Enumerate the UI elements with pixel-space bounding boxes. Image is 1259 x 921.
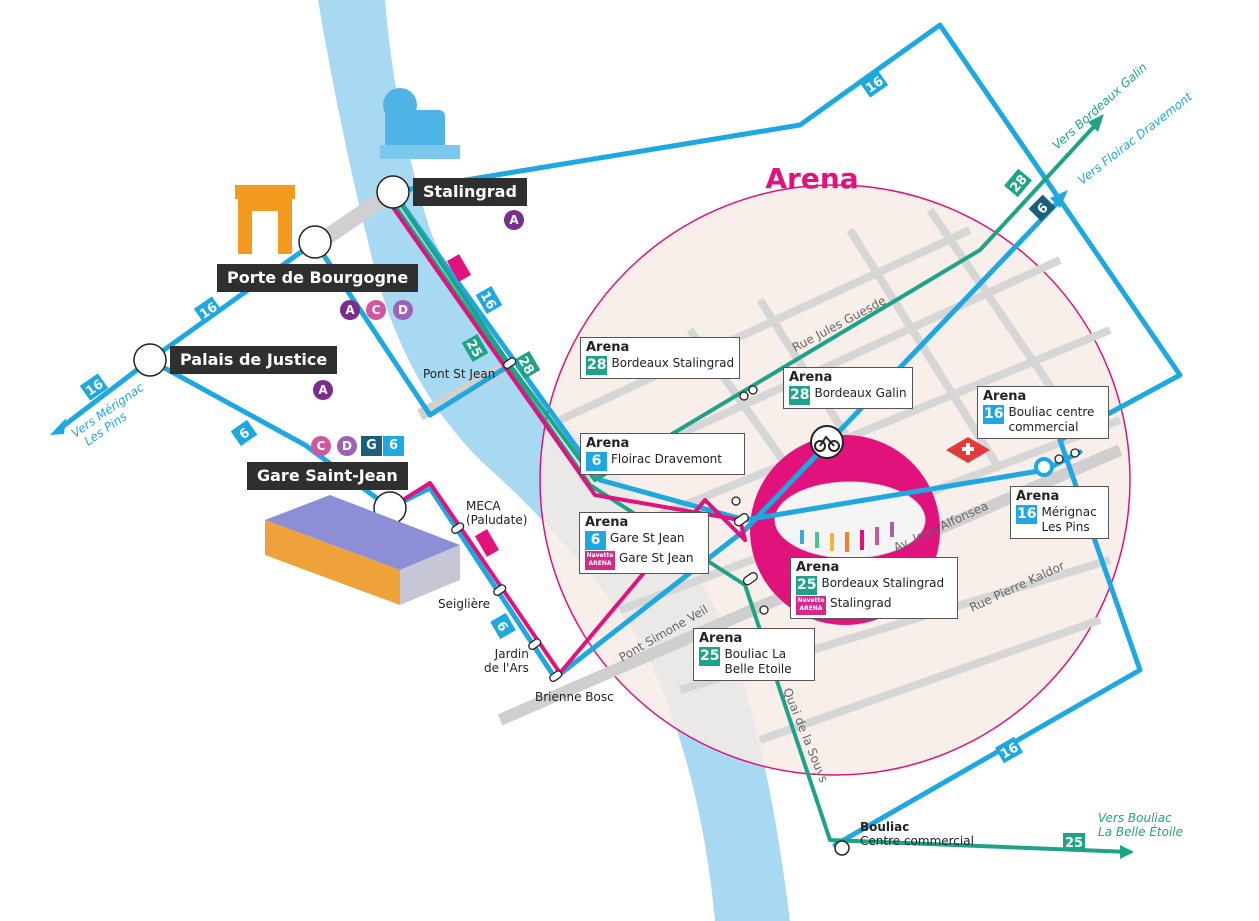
destination: Gare St Jean xyxy=(619,551,694,565)
destination: Bouliac La Belle Etoile xyxy=(724,647,792,676)
station-label-palais-de-justice[interactable]: Palais de Justice xyxy=(170,346,338,374)
station-label-porte-de-bourgogne[interactable]: Porte de Bourgogne xyxy=(217,264,419,292)
stop-label-meca: MECA(Paludate) xyxy=(466,499,528,527)
destination: Gare St Jean xyxy=(610,531,685,545)
stop-box-title: Arena xyxy=(1016,489,1060,504)
bus-badge-6: 6 xyxy=(383,436,404,456)
lion-statue-landmark xyxy=(380,88,460,159)
destination: Stalingrad xyxy=(830,596,892,610)
station-stalingrad-marker[interactable] xyxy=(376,175,410,209)
arrow-bouliac xyxy=(1120,845,1134,859)
bike-station-icon[interactable] xyxy=(810,425,844,459)
stop-arena-floirac[interactable] xyxy=(731,496,741,506)
route-tag-28: 28 xyxy=(1008,172,1031,196)
stop-arena-25-south[interactable] xyxy=(759,605,769,615)
stop-label-seigliere: Seiglière xyxy=(438,597,491,611)
stop-box-title: Arena xyxy=(699,631,743,646)
station-label-gare-saint-jean[interactable]: Gare Saint-Jean xyxy=(247,462,408,490)
navette-line xyxy=(383,194,747,542)
station-palais-justice-marker[interactable] xyxy=(133,343,167,377)
stop-label-pont-st-jean: Pont St Jean xyxy=(423,367,496,381)
stop-brienne[interactable] xyxy=(548,670,563,683)
destination: Bordeaux Galin xyxy=(814,386,907,400)
arena-title: Arena xyxy=(765,162,858,195)
route-badge: 6 xyxy=(586,452,607,471)
stop-jardin[interactable] xyxy=(527,638,542,651)
stop-arena-28-b[interactable] xyxy=(748,385,758,395)
stop-arena-16-b[interactable] xyxy=(1070,448,1080,458)
route-badge: 25 xyxy=(796,576,818,595)
gare-saint-jean-building-landmark xyxy=(265,495,460,605)
stop-box-title: Arena xyxy=(586,436,630,451)
route-16-north-line xyxy=(390,22,1183,848)
first-aid-icon xyxy=(946,437,990,463)
train-badge-g: G xyxy=(361,436,382,456)
tram-badge-d: D xyxy=(393,300,413,320)
arrow-galin xyxy=(1088,114,1104,132)
stop-label-brienne-bosc: Brienne Bosc xyxy=(535,690,614,704)
route-6-line xyxy=(147,197,1063,681)
stop-arena-25[interactable] xyxy=(742,571,759,586)
destination: Bordeaux Stalingrad xyxy=(611,356,735,370)
arrow-merignac xyxy=(50,418,66,435)
destination: Mérignac Les Pins xyxy=(1041,505,1097,534)
navette-badge: Navette ARENA xyxy=(585,551,615,570)
destination: Floirac Dravemont xyxy=(611,452,722,466)
stop-box-title: Arena xyxy=(789,370,833,385)
porte-bourgogne-arch-landmark xyxy=(235,185,295,254)
station-label-stalingrad[interactable]: Stalingrad xyxy=(413,178,527,206)
route-28-line xyxy=(391,118,1102,482)
stop-pont-st-jean[interactable] xyxy=(502,357,517,370)
station-porte-bourgogne-marker[interactable] xyxy=(298,225,332,259)
destination: Bordeaux Stalingrad xyxy=(821,576,945,590)
route-badge: 25 xyxy=(699,647,721,666)
stop-box-title: Arena xyxy=(983,389,1027,404)
route-badge: 28 xyxy=(789,386,811,405)
destination: Bouliac centre commercial xyxy=(1008,405,1095,434)
tram-badge-a: A xyxy=(340,300,360,320)
stop-box-title: Arena xyxy=(585,515,629,530)
navette-badge: Navette ARENA xyxy=(796,596,826,615)
route-tag-16: 16 xyxy=(197,300,220,323)
tram-badge-a: A xyxy=(313,380,333,400)
stop-arena-28-a[interactable] xyxy=(739,391,749,401)
stop-box-title: Arena xyxy=(796,560,840,575)
stop-seigliere[interactable] xyxy=(492,584,507,597)
stop-bouliac-marker[interactable] xyxy=(834,840,850,856)
tram-badge-d: D xyxy=(337,436,357,456)
stop-arena-gare[interactable] xyxy=(733,512,750,527)
stop-box-title: Arena xyxy=(586,340,630,355)
tram-badge-c: C xyxy=(366,300,386,320)
tram-badge-c: C xyxy=(311,436,331,456)
arena-stop-6-floirac[interactable]: Arena 6 Floirac Dravemont xyxy=(580,433,745,475)
roundabout xyxy=(1034,457,1054,477)
route-badge: 16 xyxy=(983,405,1005,424)
route-badge: 6 xyxy=(585,531,606,550)
tram-badge-a: A xyxy=(504,210,524,230)
stop-arena-16-a[interactable] xyxy=(1054,454,1064,464)
navette-tag xyxy=(446,254,472,282)
arrow-floirac xyxy=(1050,190,1068,208)
route-badge: 16 xyxy=(1016,505,1038,524)
navette-tag xyxy=(474,529,500,557)
arena-facade-bars xyxy=(800,522,894,552)
route-badge: 28 xyxy=(586,356,608,375)
route-tag-25: 25 xyxy=(1065,836,1083,851)
stop-meca[interactable] xyxy=(450,522,465,535)
